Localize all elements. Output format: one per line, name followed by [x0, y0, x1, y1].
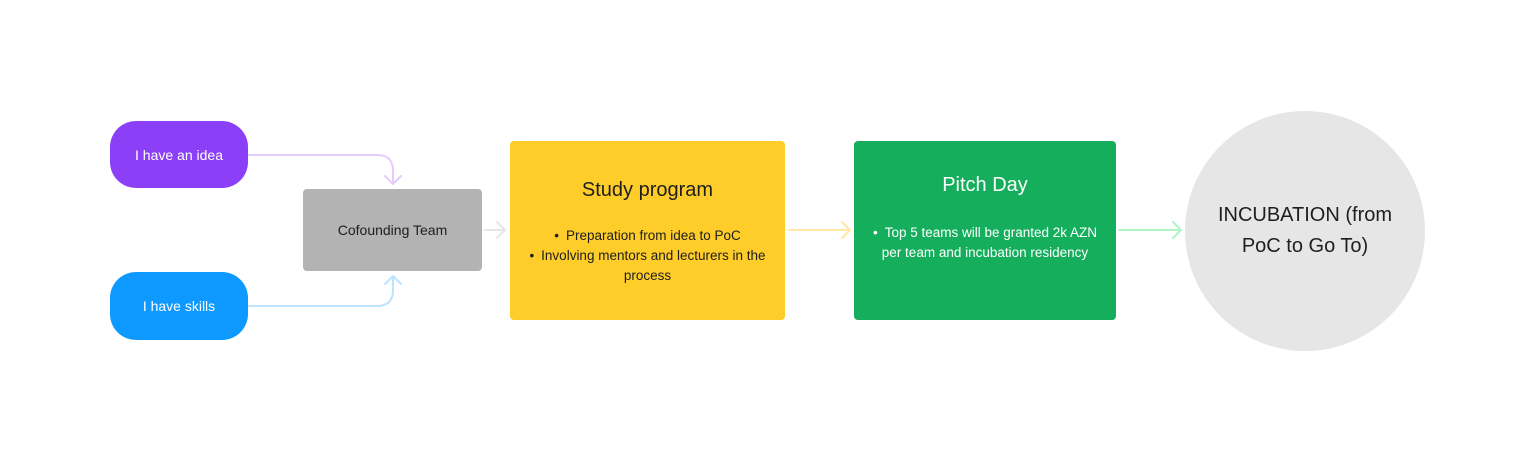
cofounding-team-label: Cofounding Team — [337, 222, 448, 238]
skills-node: I have skills — [110, 272, 248, 340]
study-program-bullets: Preparation from idea to PoC Involving m… — [510, 226, 785, 286]
pitch-day-node: Pitch Day Top 5 teams will be granted 2k… — [854, 141, 1116, 320]
pitch-day-title: Pitch Day — [942, 174, 1028, 196]
idea-node: I have an idea — [110, 121, 248, 188]
study-bullet: Involving mentors and lecturers in the p… — [524, 246, 771, 286]
pitch-day-bullets: Top 5 teams will be granted 2k AZN per t… — [854, 223, 1116, 263]
cofounding-team-node: Cofounding Team — [303, 189, 482, 271]
study-program-node: Study program Preparation from idea to P… — [510, 141, 785, 320]
incubation-label: INCUBATION (from PoC to Go To) — [1217, 204, 1393, 257]
connector-skills-to-team — [248, 275, 402, 307]
idea-label: I have an idea — [135, 146, 223, 163]
connector-idea-to-team — [248, 154, 402, 185]
study-bullet: Preparation from idea to PoC — [524, 226, 771, 246]
connector-pitch-to-incubation — [1118, 221, 1182, 239]
connector-study-to-pitch — [788, 221, 851, 239]
connector-team-to-study — [484, 221, 506, 239]
skills-label: I have skills — [142, 298, 216, 314]
study-program-title: Study program — [581, 179, 714, 201]
incubation-node: INCUBATION (from PoC to Go To) — [1185, 111, 1425, 351]
pitch-bullet: Top 5 teams will be granted 2k AZN per t… — [868, 223, 1102, 263]
